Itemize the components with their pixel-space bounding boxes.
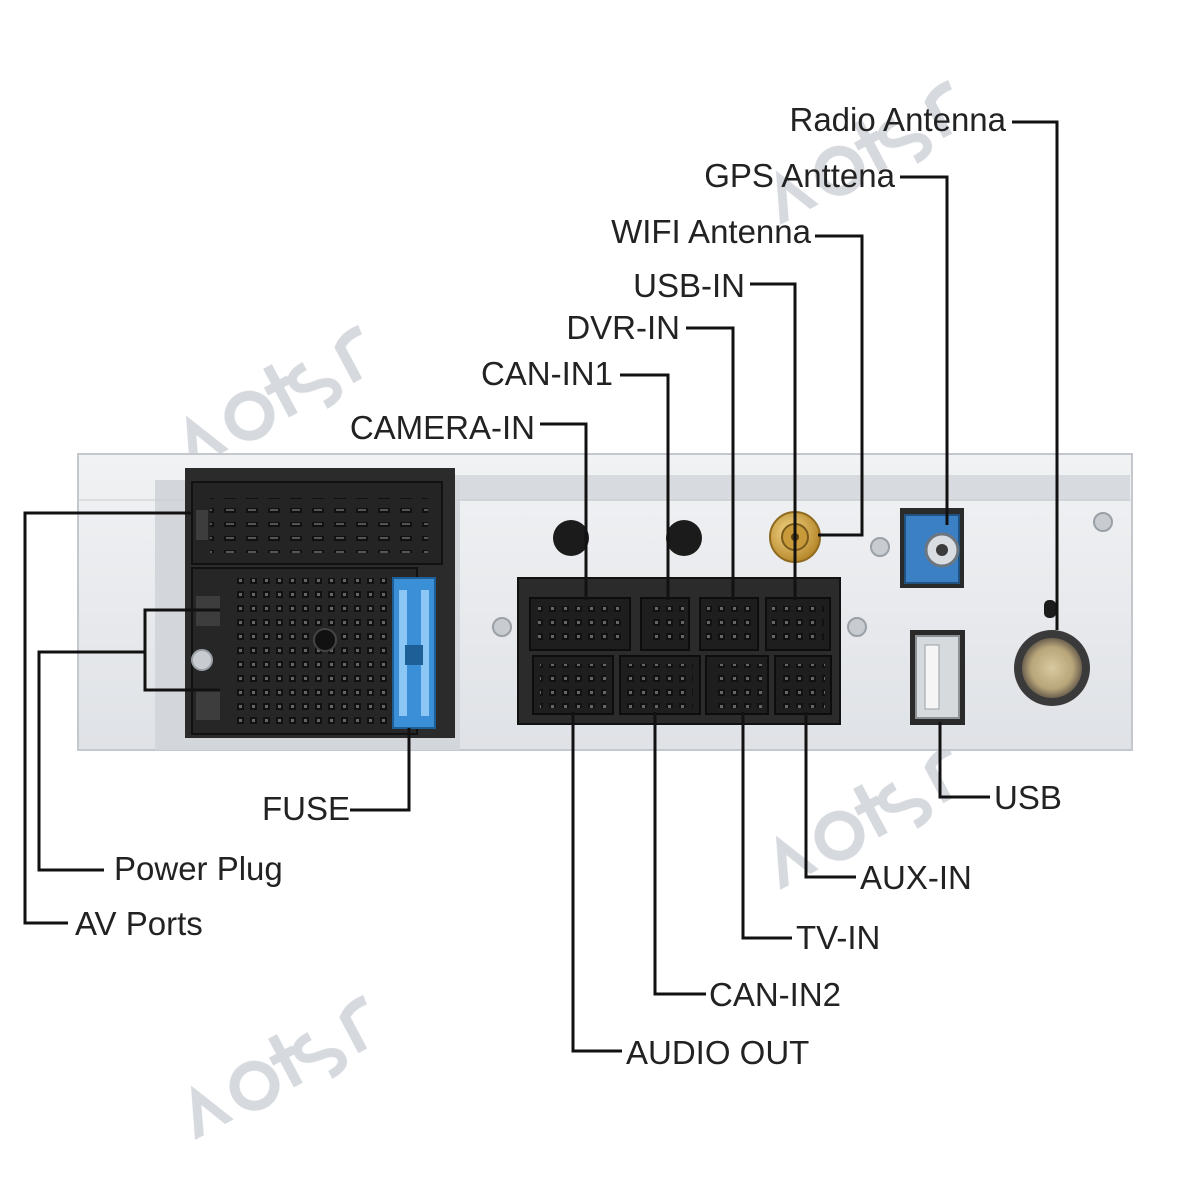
leader-gps-antenna <box>900 175 949 525</box>
label-camera-in: CAMERA-IN <box>349 409 535 446</box>
screw-left <box>191 649 213 671</box>
screw-right <box>1093 512 1113 532</box>
radio-antenna-socket <box>1014 630 1090 706</box>
leader-av-ports <box>23 511 192 925</box>
label-power-plug: Power Plug <box>114 850 283 887</box>
label-can-in1: CAN-IN1 <box>480 355 613 392</box>
leader-usb-in <box>750 282 797 600</box>
leader-camera-in <box>540 422 588 600</box>
leader-fuse <box>350 728 411 812</box>
label-radio-antenna: Radio Antenna <box>789 101 1006 138</box>
label-dvr-in: DVR-IN <box>566 309 680 346</box>
leader-aux-in <box>804 712 856 879</box>
leader-power-plug-bracket <box>143 608 220 692</box>
leader-can-in2 <box>653 712 706 996</box>
label-usb-in: USB-IN <box>633 267 745 304</box>
usb-a-port <box>910 630 965 725</box>
screw-mid-left <box>492 617 512 637</box>
leader-can-in1 <box>620 373 670 600</box>
label-av-ports: AV Ports <box>75 905 203 942</box>
label-audio-out: AUDIO OUT <box>626 1034 810 1071</box>
small-slot <box>1044 600 1056 618</box>
fuse-blade <box>392 577 436 729</box>
leader-dvr-in <box>686 326 735 600</box>
leader-audio-out <box>571 712 622 1053</box>
label-can-in2: CAN-IN2 <box>709 976 842 1013</box>
watermark-group <box>185 80 953 1140</box>
watermark-mark-4 <box>190 995 368 1140</box>
watermark-mark-3 <box>775 745 953 890</box>
screw-fakra <box>870 537 890 557</box>
label-usb: USB <box>994 779 1062 816</box>
leader-tv-in <box>741 712 792 940</box>
leader-wifi-antenna <box>815 234 864 537</box>
fakra-gps-connector <box>900 508 964 588</box>
round-hole-1 <box>553 520 589 556</box>
screw-mid-right <box>847 617 867 637</box>
label-aux-in: AUX-IN <box>860 859 972 896</box>
leader-power-plug <box>37 650 145 872</box>
watermark-mark-2 <box>775 80 953 225</box>
watermark-mark-1 <box>185 325 363 470</box>
label-fuse: FUSE <box>261 790 350 827</box>
label-gps-antenna: GPS Anttena <box>704 157 895 194</box>
label-wifi-antenna: WIFI Antenna <box>611 213 811 250</box>
label-tv-in: TV-IN <box>796 919 881 956</box>
multi-connector-block <box>517 577 841 725</box>
leader-lines <box>23 120 1059 1053</box>
round-hole-2 <box>666 520 702 556</box>
leader-usb <box>938 722 990 799</box>
leader-radio-antenna <box>1012 120 1059 630</box>
